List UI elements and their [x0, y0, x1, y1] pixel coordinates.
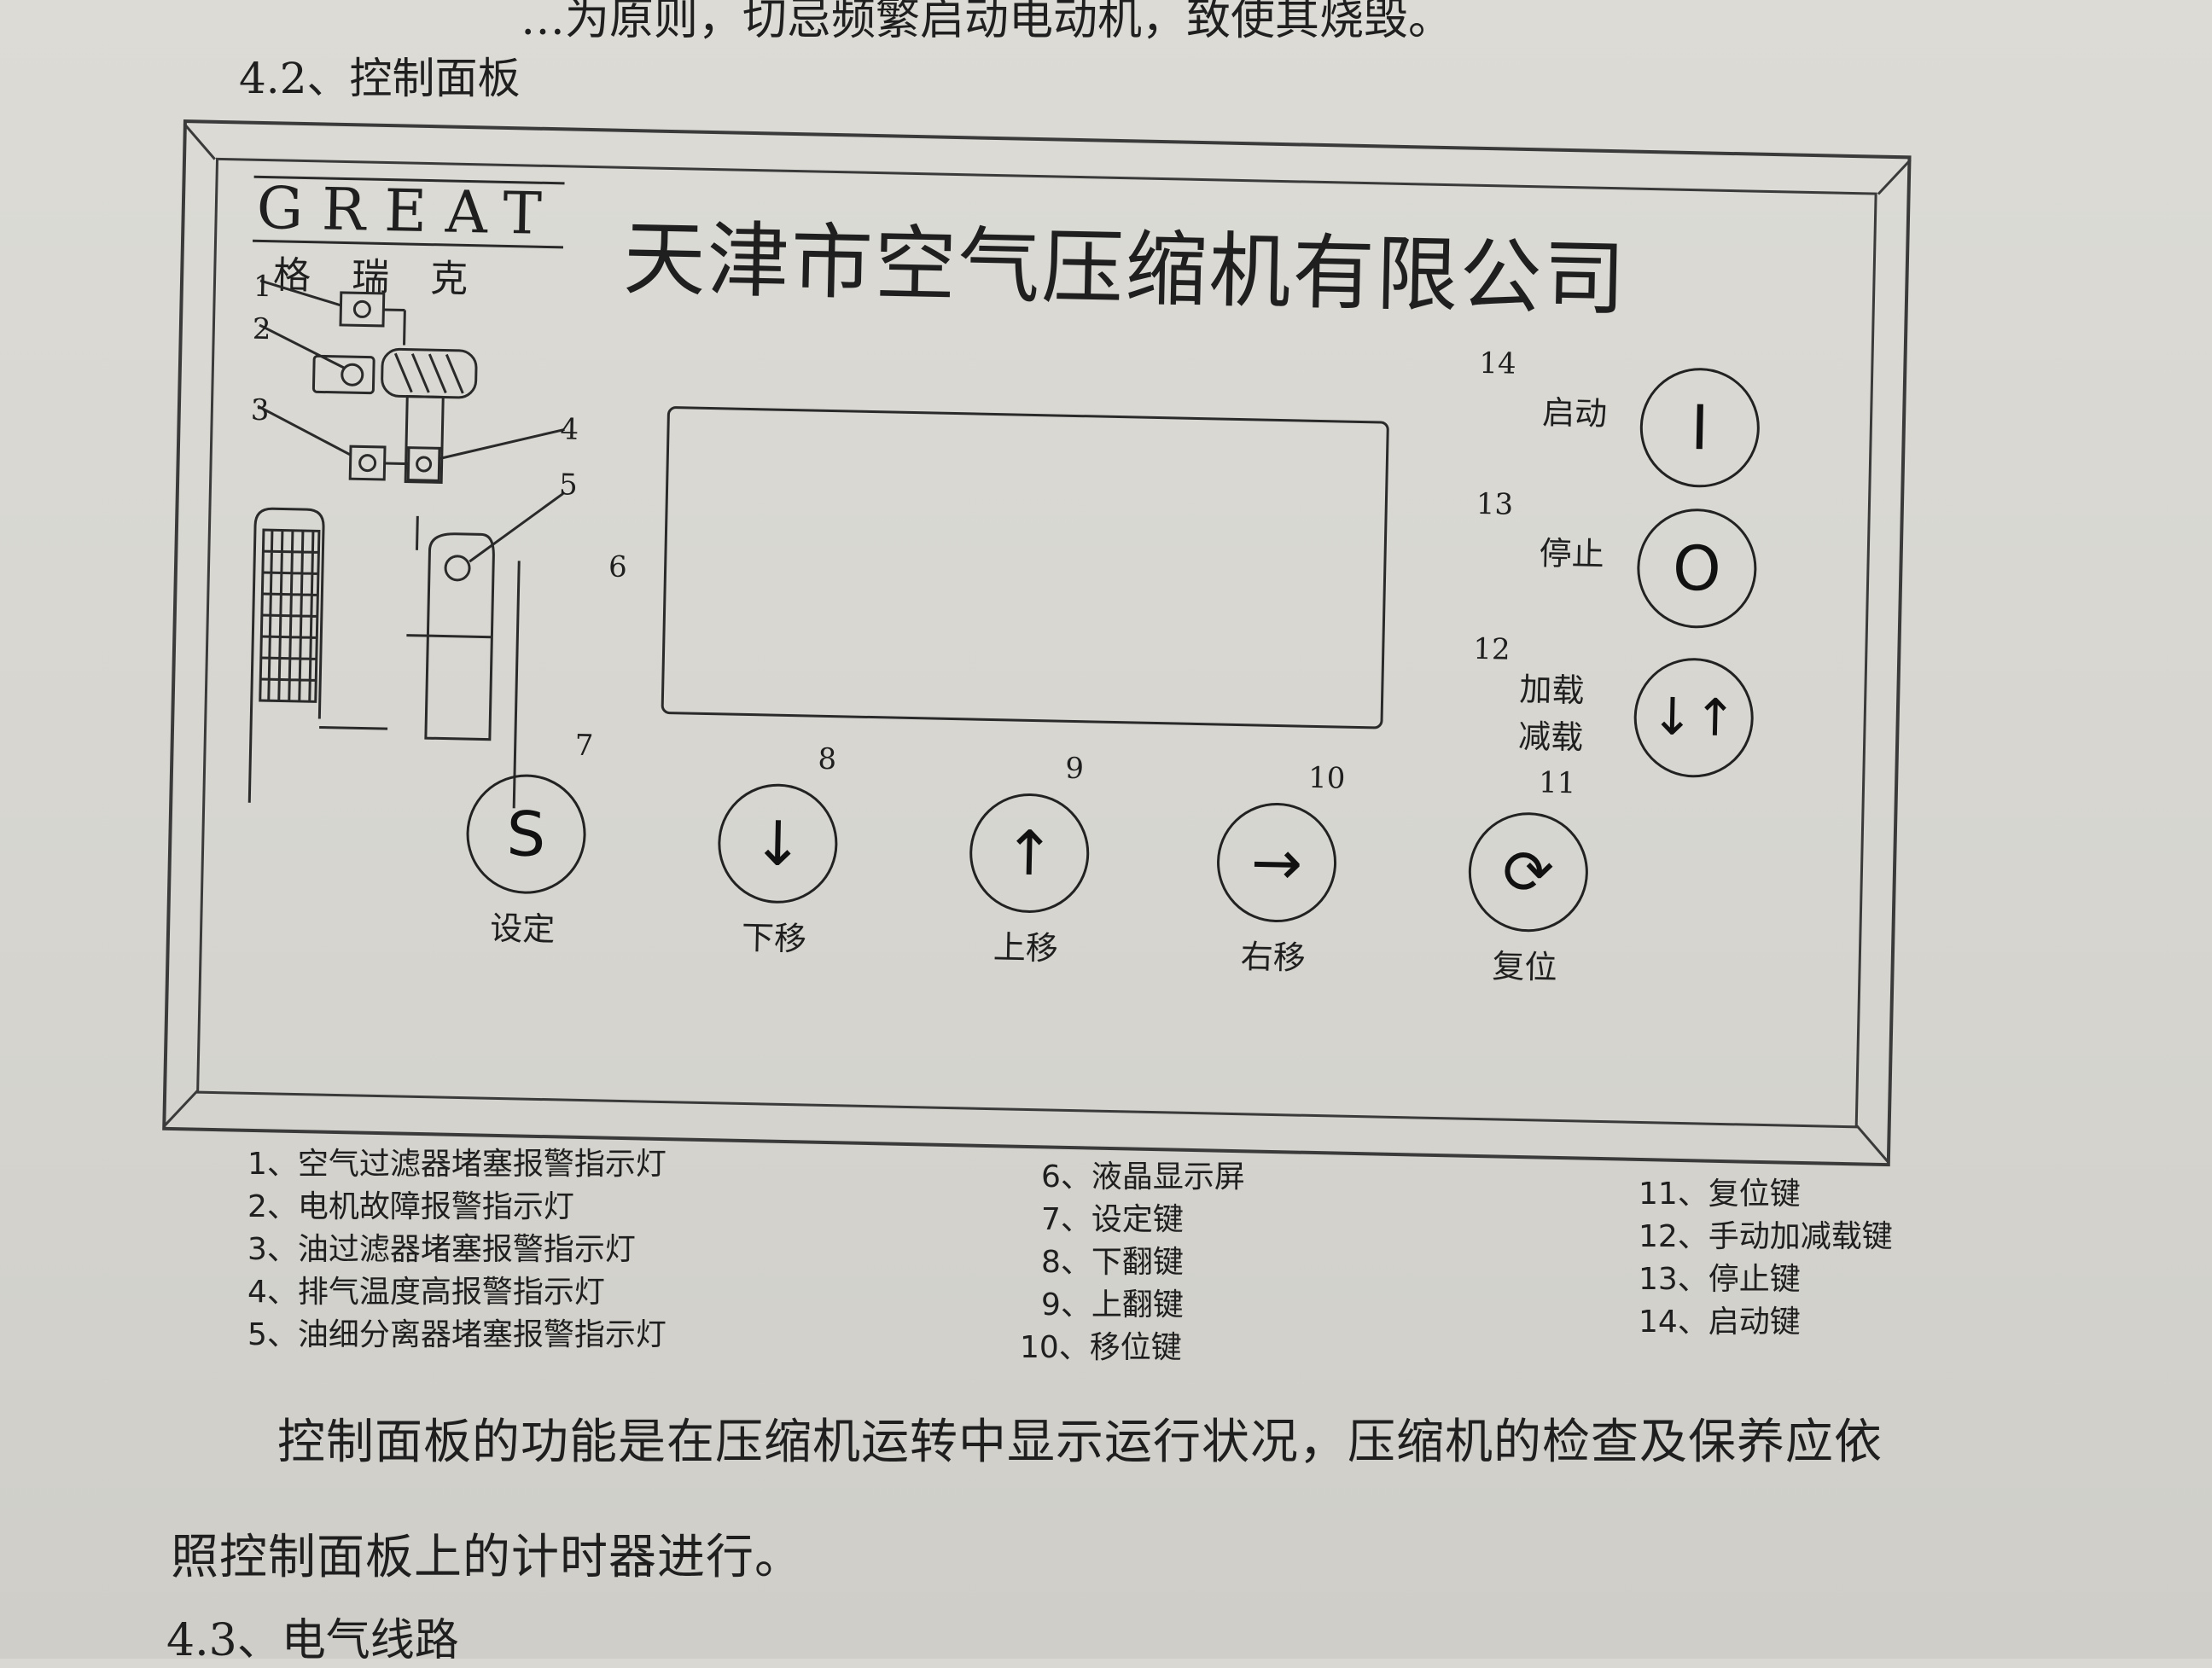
indicator-lamp-3	[348, 445, 387, 481]
paragraph-line-1: 控制面板的功能是在压缩机运转中显示运行状况，压缩机的检查及保养应依	[277, 1415, 1883, 1470]
legend-item-4: 4、排气温度高报警指示灯	[247, 1275, 605, 1310]
stop-label: 停止	[1539, 534, 1605, 573]
legend-item-1: 1、空气过滤器堵塞报警指示灯	[247, 1147, 667, 1182]
indicator-lamp-4	[406, 446, 441, 482]
lcd-display-screen	[661, 405, 1389, 729]
legend-item-9: 9、上翻键	[1041, 1287, 1184, 1322]
legend-item-5: 5、油细分离器堵塞报警指示灯	[247, 1317, 667, 1352]
unload-label: 减载	[1517, 717, 1584, 757]
down-label: 下移	[741, 918, 807, 958]
label-number-3: 3	[250, 392, 270, 428]
label-number-2: 2	[252, 311, 271, 347]
label-number-9: 9	[1064, 751, 1085, 787]
legend-item-3: 3、油过滤器堵塞报警指示灯	[247, 1232, 636, 1267]
label-number-13: 13	[1476, 486, 1514, 522]
legend-item-8: 8、下翻键	[1041, 1245, 1184, 1280]
section-title-4-3: 4.3、电气线路	[166, 1615, 459, 1666]
section-title-4-2: 4.2、控制面板	[239, 54, 521, 103]
label-number-12: 12	[1472, 631, 1511, 667]
shift-right-label: 右移	[1240, 938, 1307, 977]
label-number-11: 11	[1538, 765, 1576, 801]
label-number-10: 10	[1307, 760, 1346, 796]
bevel-corner	[164, 1090, 199, 1126]
brand-logo-en: GREAT	[253, 175, 565, 249]
indicator-lamp-5	[444, 555, 471, 582]
reset-label: 复位	[1492, 947, 1558, 986]
legend-item-13: 13、停止键	[1639, 1262, 1801, 1297]
legend-item-7: 7、设定键	[1041, 1202, 1184, 1237]
load-label: 加载	[1518, 670, 1585, 710]
top-text-line: …为原则，切忌频繁启动电动机，致使其烧毁。	[521, 0, 1453, 45]
indicator-lamp-1	[339, 291, 386, 328]
legend-item-6: 6、液晶显示屏	[1041, 1159, 1245, 1194]
indicator-lamp-2	[311, 354, 375, 395]
start-label: 启动	[1541, 393, 1608, 433]
label-number-1: 1	[253, 269, 272, 305]
label-number-4: 4	[560, 412, 579, 447]
set-label: 设定	[489, 909, 556, 949]
label-number-6: 6	[608, 549, 628, 584]
bevel-corner	[1855, 1125, 1889, 1163]
company-name: 天津市空气压缩机有限公司	[622, 210, 1628, 328]
label-number-8: 8	[818, 741, 837, 777]
label-number-7: 7	[574, 728, 594, 764]
legend-item-12: 12、手动加减载键	[1639, 1219, 1893, 1254]
control-panel-frame: GREAT 格瑞克 天津市空气压缩机有限公司	[162, 119, 1912, 1167]
legend-item-2: 2、电机故障报警指示灯	[247, 1189, 574, 1224]
paragraph-line-2: 照控制面板上的计时器进行。	[171, 1530, 803, 1585]
bevel-corner	[183, 123, 216, 160]
legend-item-11: 11、复位键	[1639, 1177, 1801, 1212]
legend-item-10: 10、移位键	[1020, 1330, 1182, 1365]
compressor-schematic	[247, 279, 565, 811]
label-number-5: 5	[558, 468, 579, 503]
up-label: 上移	[992, 928, 1059, 968]
label-number-14: 14	[1478, 346, 1517, 381]
bevel-corner	[1877, 159, 1912, 195]
legend-item-14: 14、启动键	[1639, 1305, 1801, 1340]
